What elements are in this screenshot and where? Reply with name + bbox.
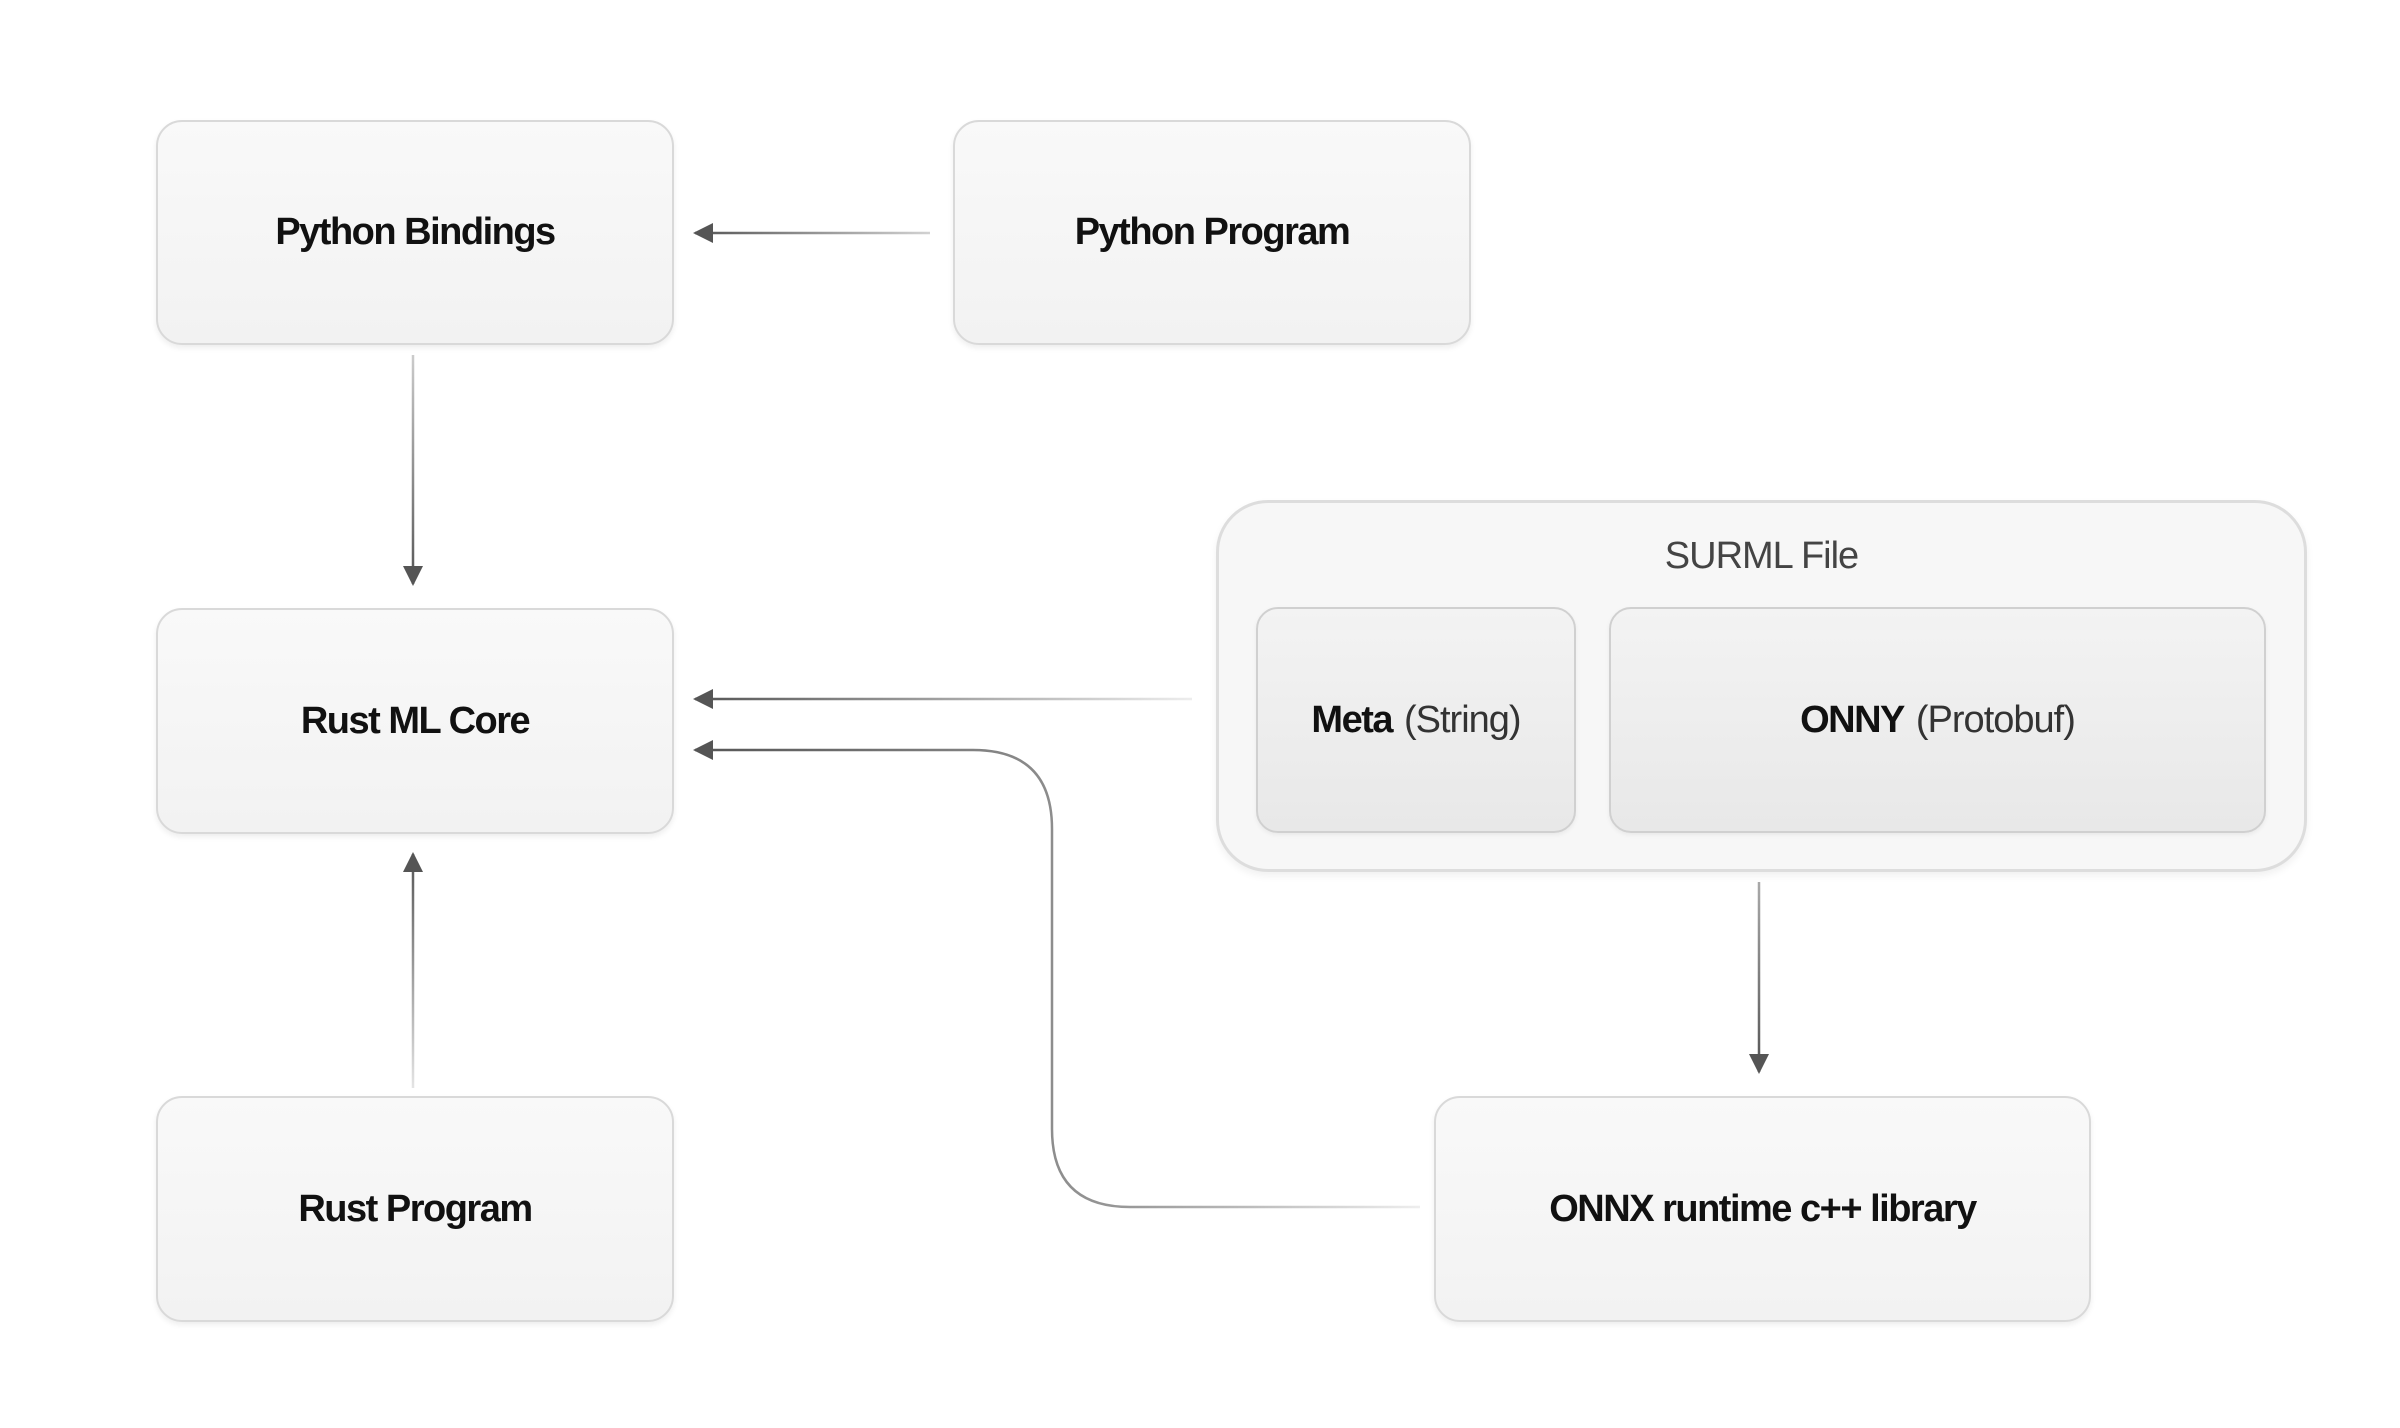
- rust-ml-core-label: Rust ML Core: [300, 699, 531, 742]
- meta-string-node: Meta (String): [1256, 607, 1576, 833]
- python-program-node: Python Program: [953, 120, 1471, 345]
- python-bindings-label: Python Bindings: [275, 211, 556, 253]
- rust-program-node: Rust Program: [156, 1096, 674, 1322]
- onny-protobuf-node: ONNY(Protobuf): [1609, 607, 2266, 833]
- meta-type-label: (String): [1404, 698, 1522, 741]
- onnx-runtime-node: ONNX runtime c++ library: [1434, 1096, 2091, 1322]
- python-bindings-node: Python Bindings: [156, 120, 674, 345]
- rust-ml-core-node: Rust ML Core: [156, 608, 674, 834]
- meta-label: Meta: [1311, 698, 1393, 741]
- arrow-onnx-runtime-to-rust-ml-core: [693, 740, 1420, 1209]
- onny-type-label: (Protobuf): [1915, 698, 2076, 741]
- rust-program-label: Rust Program: [298, 1187, 533, 1230]
- onnx-runtime-label: ONNX runtime c++ library: [1549, 1187, 1977, 1230]
- surml-file-title: SURML File: [1664, 535, 1859, 577]
- python-program-label: Python Program: [1074, 211, 1351, 253]
- onny-label: ONNY: [1800, 698, 1905, 741]
